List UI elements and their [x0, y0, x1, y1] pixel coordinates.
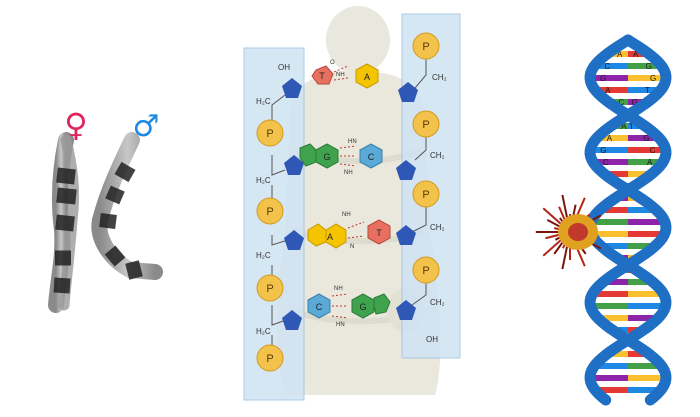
- sugar-right-4: [396, 300, 416, 320]
- base-letter-left: G: [600, 74, 606, 83]
- phosphate-left-column: P P P P: [256, 119, 284, 372]
- ch2-label: CH₂: [430, 223, 445, 232]
- base-letter-right: T: [645, 86, 650, 95]
- male-symbol: ♂: [133, 109, 160, 144]
- base-letter-left: A: [617, 50, 623, 59]
- base-letter-left: A: [607, 134, 613, 143]
- nh-label: NH: [344, 170, 353, 176]
- ch2-label: CH₂: [430, 298, 445, 307]
- phosphate-label: P: [422, 41, 429, 53]
- sugar-right-2: [396, 160, 416, 180]
- phosphate-label: P: [422, 265, 429, 277]
- base-pair-row: A T NH N: [307, 212, 391, 250]
- base-letter-right: G: [646, 62, 652, 71]
- h2c-label: H₂C: [256, 97, 271, 106]
- chromosome-left: [48, 132, 80, 313]
- base-letter-right: G: [643, 134, 649, 143]
- dna-structure-panel: P P P P P P P P OH H₂C H₂C H₂C H₂C CH₂ C…: [230, 0, 480, 412]
- phosphate-label: P: [266, 128, 273, 140]
- ch2-label: CH₂: [430, 151, 445, 160]
- base-left-label: G: [323, 152, 330, 162]
- sugar-left-4: [282, 310, 302, 330]
- sugar-left-3: [284, 230, 304, 250]
- base-left-label: C: [316, 302, 323, 312]
- base-left-label: A: [327, 232, 333, 242]
- base-letter-right: A: [633, 50, 639, 59]
- chromosome-panel: ♀ ♂: [0, 0, 200, 412]
- base-right-label: C: [368, 152, 375, 162]
- base-pair-row: T A NH O: [311, 60, 379, 89]
- base-letter-right: A: [647, 158, 653, 167]
- h2c-label: H₂C: [256, 176, 271, 185]
- nh-label: NH: [334, 286, 343, 292]
- base-left-label: T: [319, 71, 325, 81]
- base-letter-left: C: [603, 158, 609, 167]
- base-pair-row: C G NH HN: [307, 286, 391, 328]
- hn-label: HN: [336, 322, 345, 328]
- sugar-right-1: [398, 82, 418, 102]
- phosphate-label: P: [422, 119, 429, 131]
- sugar-left-1: [282, 78, 302, 98]
- oh-label: OH: [278, 63, 290, 72]
- base-letter-left: A: [621, 122, 627, 131]
- base-letter-left: A: [605, 86, 611, 95]
- o-label: O: [330, 60, 335, 66]
- sugar-right-3: [396, 225, 416, 245]
- base-right-label: G: [359, 302, 366, 312]
- phosphate-label: P: [266, 206, 273, 218]
- h2c-label: H₂C: [256, 251, 271, 260]
- base-letter-right: G: [632, 98, 638, 107]
- phosphate-label: P: [422, 189, 429, 201]
- oh-label: OH: [426, 335, 438, 344]
- base-letter-left: C: [604, 62, 610, 71]
- ch2-label: CH₂: [432, 73, 447, 82]
- base-right-label: T: [376, 228, 382, 238]
- base-right-label: A: [364, 72, 370, 82]
- base-pair-row: G C HN NH: [299, 139, 383, 176]
- base-letter-right: G: [650, 74, 656, 83]
- base-letter-left: G: [600, 146, 606, 155]
- female-symbol: ♀: [64, 106, 87, 144]
- h2c-label: H₂C: [256, 327, 271, 336]
- phosphate-label: P: [266, 353, 273, 365]
- strand-break-burst: [535, 194, 602, 270]
- base-letter-right: T: [629, 122, 634, 131]
- left-backbone-panel: [243, 47, 305, 401]
- burst-center: [568, 223, 588, 241]
- nh-label: NH: [336, 72, 345, 78]
- hn-label: HN: [348, 139, 357, 145]
- base-letter-right: C: [650, 146, 656, 155]
- chromosome-right: [91, 132, 163, 280]
- sugar-left-2: [284, 155, 304, 175]
- phosphate-right-column: P P P P: [412, 32, 440, 284]
- n-label: N: [350, 244, 354, 250]
- nh-label: NH: [342, 212, 351, 218]
- base-letter-left: C: [618, 98, 624, 107]
- phosphate-label: P: [266, 283, 273, 295]
